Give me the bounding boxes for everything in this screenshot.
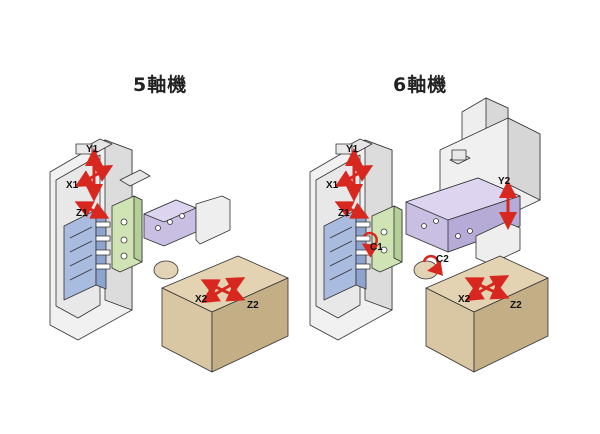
title-5-axis: 5軸機 bbox=[133, 74, 188, 96]
green-tool-block-left bbox=[111, 195, 143, 273]
label-z2-right: Z2 bbox=[510, 300, 522, 311]
label-x2-left: X2 bbox=[195, 294, 208, 305]
label-y1-left: Y1 bbox=[86, 144, 99, 155]
label-y2-right: Y2 bbox=[498, 176, 511, 187]
label-z1-right: Z1 bbox=[338, 208, 350, 219]
title-6-axis: 6軸機 bbox=[393, 74, 448, 96]
spindle-left bbox=[153, 195, 231, 280]
label-c1-right: C1 bbox=[370, 242, 383, 253]
axis-arrows-right bbox=[334, 148, 517, 302]
label-z1-left: Z1 bbox=[76, 208, 88, 219]
work-box-left bbox=[161, 255, 289, 373]
work-box-right bbox=[425, 255, 549, 373]
machine-5-axis bbox=[49, 138, 289, 373]
axis-arrows-left bbox=[74, 148, 246, 304]
machine-6-axis bbox=[309, 97, 549, 373]
label-y1-right: Y1 bbox=[346, 144, 359, 155]
label-x1-left: X1 bbox=[66, 180, 79, 191]
lower-support-right bbox=[413, 221, 521, 280]
green-tool-block-right bbox=[371, 205, 403, 273]
label-x1-right: X1 bbox=[326, 180, 339, 191]
label-x2-right: X2 bbox=[458, 294, 471, 305]
turret-tools-left bbox=[95, 221, 111, 270]
label-c2-right: C2 bbox=[436, 254, 449, 265]
label-z2-left: Z2 bbox=[247, 300, 259, 311]
purple-tool-block-left bbox=[143, 199, 197, 247]
